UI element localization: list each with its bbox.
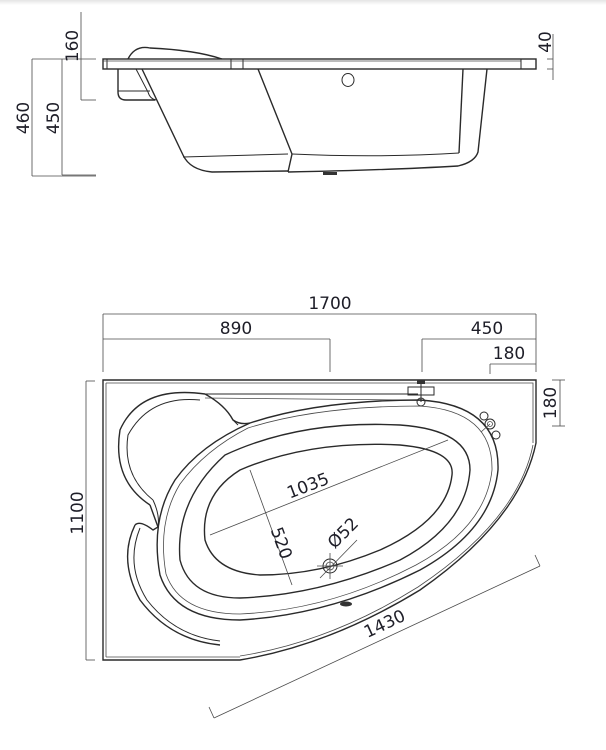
dim-drain-diameter: Ø52 xyxy=(324,514,363,553)
dim-corner-cut-depth: 180 xyxy=(541,387,561,419)
dim-tub-height: 450 xyxy=(44,102,64,134)
basin-outer-ring xyxy=(156,399,499,621)
tub-body-left xyxy=(141,68,289,173)
dim-total-height: 460 xyxy=(14,102,34,134)
side-view xyxy=(31,12,554,177)
basin-inner-rim xyxy=(178,423,471,599)
basin-floor xyxy=(203,443,453,576)
dim-corner-cut-width: 180 xyxy=(493,344,525,364)
dim-front-arc: 1430 xyxy=(361,606,409,642)
top-edge-shadow xyxy=(0,0,606,5)
overflow-slot xyxy=(340,601,352,607)
front-arc-dimension-line xyxy=(213,565,541,719)
dim-tap-offset: 450 xyxy=(471,319,503,339)
control-knob-1 xyxy=(479,411,489,421)
dim-left-section: 890 xyxy=(220,319,252,339)
basin-width-line xyxy=(249,469,293,586)
tub-body-right xyxy=(287,68,488,173)
dim-basin-length: 1035 xyxy=(284,469,332,503)
dim-basin-width: 520 xyxy=(266,525,296,562)
control-knob-2 xyxy=(484,418,496,430)
tub-outline xyxy=(102,379,537,661)
overflow-hole xyxy=(341,73,355,87)
drain-nub xyxy=(323,172,337,175)
headrest-outline xyxy=(117,391,206,506)
dim-rim-thickness: 40 xyxy=(536,31,556,53)
top-view xyxy=(85,313,565,719)
basin-length-line xyxy=(209,439,449,536)
dim-headrest-height: 160 xyxy=(63,30,83,62)
tub-rim xyxy=(102,58,537,70)
dim-overall-length: 1700 xyxy=(308,294,351,314)
headrest xyxy=(127,46,223,60)
dim-overall-width: 1100 xyxy=(68,491,88,534)
control-knob-3 xyxy=(491,430,501,440)
drain-icon xyxy=(317,539,358,579)
